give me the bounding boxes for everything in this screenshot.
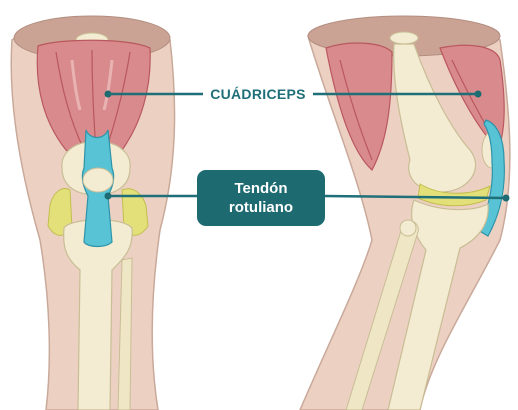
tendon-label-line2: rotuliano [197, 198, 325, 217]
patellar-tendon-label: Tendón rotuliano [197, 170, 325, 226]
tendon-label-line1: Tendón [197, 179, 325, 198]
front-patella [83, 168, 113, 192]
side-femur-top [390, 32, 418, 44]
quadriceps-label: CUÁDRICEPS [203, 83, 313, 105]
side-fibula-head [400, 220, 416, 236]
front-view-knee [11, 16, 174, 410]
side-view-knee [300, 16, 510, 410]
